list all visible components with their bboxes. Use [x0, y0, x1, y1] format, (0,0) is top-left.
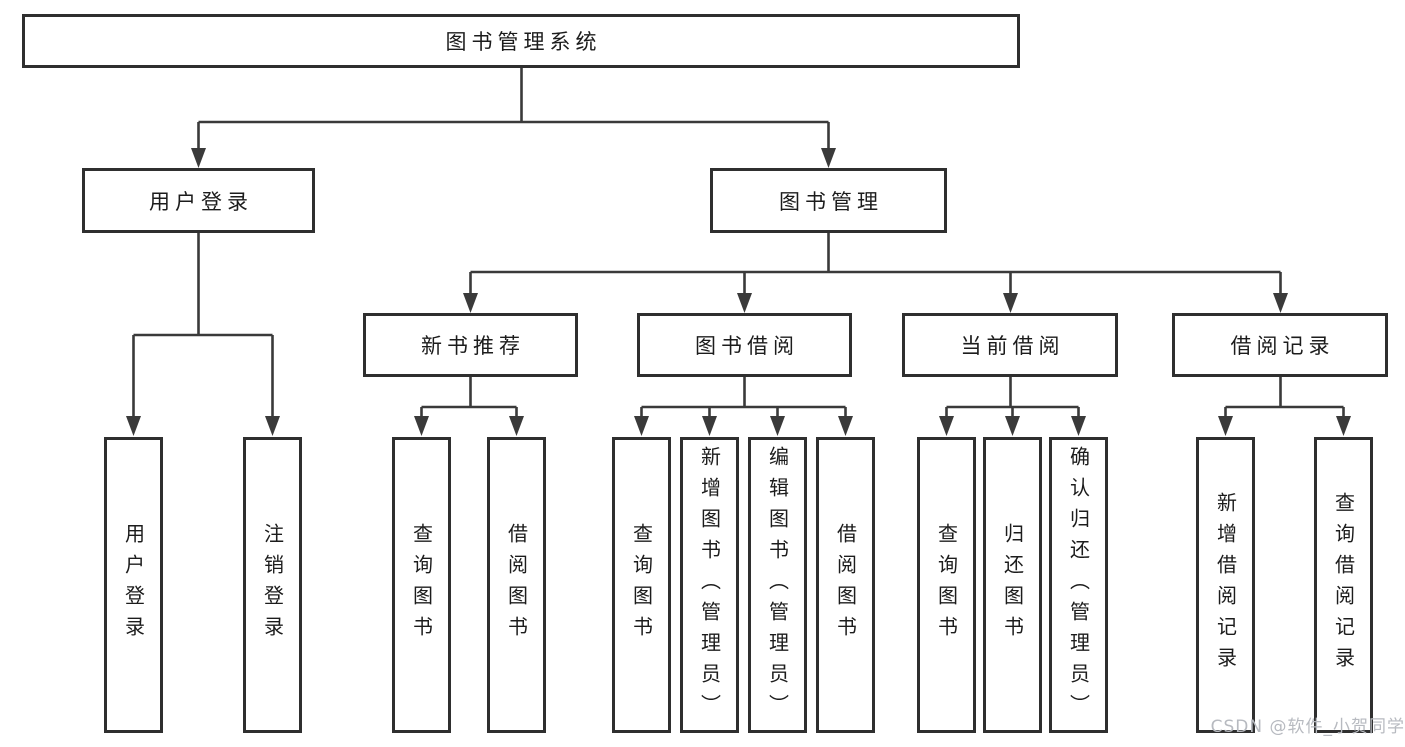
node-label: 查询图书 — [934, 523, 959, 647]
node-new-book-recommend: 新书推荐 — [363, 313, 578, 377]
node-label: 当前借阅 — [960, 334, 1065, 358]
leaf-edit-books-admin: 编辑图书（管理员） — [748, 437, 807, 733]
node-book-management: 图书管理 — [710, 168, 947, 233]
node-label: 注销登录 — [260, 523, 285, 647]
node-label: 查询借阅记录 — [1331, 492, 1356, 678]
node-label: 借阅图书 — [504, 523, 529, 647]
leaf-borrow-books: 借阅图书 — [816, 437, 875, 733]
node-label: 归还图书 — [1000, 523, 1025, 647]
node-label: 用户登录 — [121, 523, 146, 647]
node-label: 借阅记录 — [1230, 334, 1335, 358]
leaf-confirm-return-admin: 确认归还（管理员） — [1049, 437, 1108, 733]
leaf-user-login: 用户登录 — [104, 437, 163, 733]
node-current-borrow: 当前借阅 — [902, 313, 1118, 377]
node-borrow-records: 借阅记录 — [1172, 313, 1388, 377]
arrowheads — [126, 148, 1351, 436]
leaf-logout: 注销登录 — [243, 437, 302, 733]
node-label: 查询图书 — [409, 523, 434, 647]
leaf-return-books: 归还图书 — [983, 437, 1042, 733]
node-user-login: 用户登录 — [82, 168, 315, 233]
node-label: 新书推荐 — [421, 334, 525, 358]
node-label: 图书借阅 — [695, 334, 799, 358]
leaf-recommend-borrow-books: 借阅图书 — [487, 437, 546, 733]
leaf-current-query-books: 查询图书 — [917, 437, 976, 733]
node-label: 确认归还（管理员） — [1066, 445, 1091, 725]
leaf-add-books-admin: 新增图书（管理员） — [680, 437, 739, 733]
csdn-watermark: CSDN @软件_小贺同学 — [1210, 717, 1405, 737]
node-label: 新增借阅记录 — [1213, 492, 1238, 678]
node-label: 新增图书（管理员） — [697, 445, 722, 725]
node-library-system: 图书管理系统 — [22, 14, 1020, 68]
leaf-query-borrow-record: 查询借阅记录 — [1314, 437, 1373, 733]
node-book-borrow: 图书借阅 — [637, 313, 852, 377]
leaf-add-borrow-record: 新增借阅记录 — [1196, 437, 1255, 733]
node-label: 图书管理系统 — [445, 30, 602, 54]
leaf-recommend-query-books: 查询图书 — [392, 437, 451, 733]
node-label: 图书管理 — [779, 189, 883, 214]
node-label: 借阅图书 — [833, 523, 858, 647]
node-label: 编辑图书（管理员） — [765, 445, 790, 725]
node-label: 用户登录 — [149, 189, 253, 214]
node-label: 查询图书 — [629, 523, 654, 647]
leaf-borrow-query-books: 查询图书 — [612, 437, 671, 733]
